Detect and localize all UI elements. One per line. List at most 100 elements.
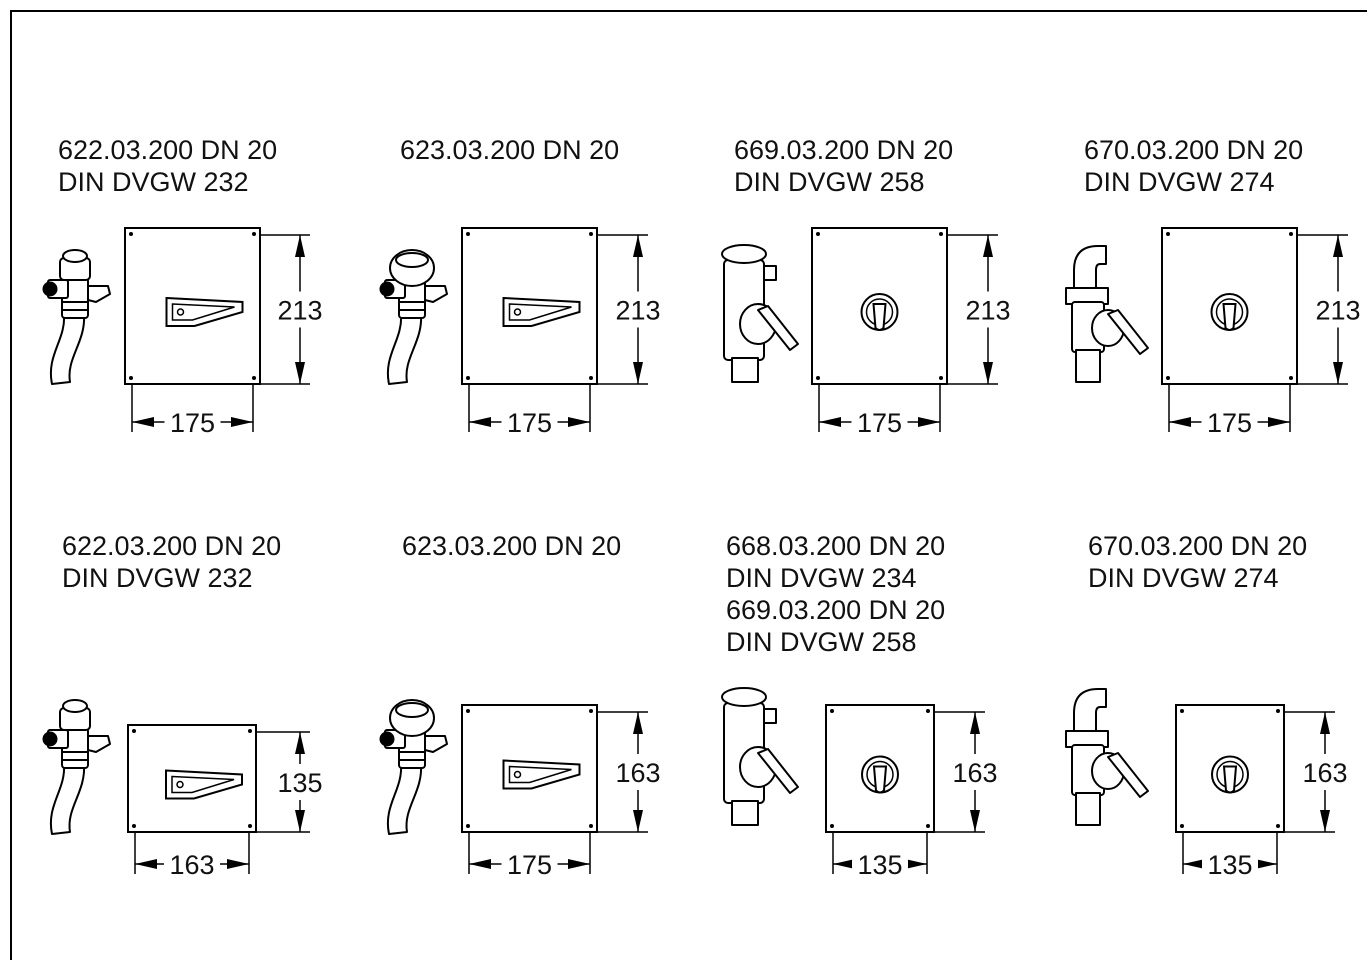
arrow-head: [905, 859, 927, 869]
arrow-head: [295, 362, 305, 384]
arrow-head: [633, 235, 643, 257]
arrow-head: [1320, 810, 1330, 832]
cap-top: [395, 252, 429, 268]
screw-hole: [589, 232, 593, 236]
arrow-head: [1320, 712, 1330, 734]
inlet-stub: [763, 265, 777, 281]
dimension-bg: [274, 764, 326, 800]
dimension-bg: [164, 406, 221, 436]
width-dimension: 163: [169, 850, 214, 880]
handle-lever: [757, 748, 799, 794]
screw-hole: [589, 376, 593, 380]
screw-hole: [466, 709, 470, 713]
width-dimension: 135: [1207, 850, 1252, 880]
screw-hole: [466, 376, 470, 380]
item-label-line: 622.03.200 DN 20: [58, 135, 278, 165]
screw-hole: [129, 232, 133, 236]
elbow: [1073, 245, 1107, 291]
item-label-line: DIN DVGW 232: [62, 563, 253, 593]
flush-lever-inner: [171, 775, 235, 794]
item-label-line: 623.03.200 DN 20: [400, 135, 620, 165]
inlet-stub: [763, 708, 777, 724]
screw-hole: [830, 824, 834, 828]
arrow-head: [970, 810, 980, 832]
item-label-line: DIN DVGW 232: [58, 167, 249, 197]
height-dimension: 213: [1315, 296, 1360, 326]
cap-top: [62, 699, 88, 713]
height-dimension: 213: [615, 296, 660, 326]
dimension-bg: [851, 406, 908, 436]
item-label-line: 669.03.200 DN 20: [734, 135, 954, 165]
dimension-bg: [1299, 754, 1351, 790]
arrow-head: [633, 362, 643, 384]
valve-assembly: 213 175: [1065, 227, 1364, 438]
pipe-tail: [386, 313, 423, 385]
item-label-line: DIN DVGW 234: [726, 563, 917, 593]
arrow-head: [469, 859, 491, 869]
cover-plate: [1175, 704, 1285, 833]
width-dimension: 175: [1207, 408, 1252, 438]
valve-assembly: 163 175: [379, 699, 664, 880]
dimension-bg: [852, 848, 908, 878]
screw-hole: [1166, 376, 1170, 380]
handle-lever: [757, 305, 799, 351]
knob-handle: [872, 765, 888, 794]
screw-hole: [926, 824, 930, 828]
height-dimension: 163: [615, 758, 660, 788]
arrow-head: [1183, 859, 1205, 869]
drawing-frame: [10, 10, 1367, 960]
width-dimension: 175: [507, 850, 552, 880]
arrow-head: [1255, 859, 1277, 869]
inlet-opening: [42, 281, 58, 297]
flush-lever-inner: [508, 765, 572, 784]
push-lever: [87, 285, 111, 303]
screw-hole: [1289, 376, 1293, 380]
screw-hole: [252, 232, 256, 236]
valve-assembly: 163 135: [1065, 688, 1351, 880]
arrow-head: [1333, 235, 1343, 257]
arrow-head: [227, 859, 249, 869]
flush-lever-inner: [508, 303, 572, 321]
screw-hole: [816, 232, 820, 236]
outlet-pipe: [731, 800, 759, 826]
arrow-head: [983, 235, 993, 257]
outlet-pipe: [1075, 349, 1101, 383]
screw-hole: [248, 729, 252, 733]
top-cap: [721, 687, 767, 707]
arrow-head: [633, 810, 643, 832]
top-cap: [721, 244, 767, 264]
item-label-line: DIN DVGW 274: [1088, 563, 1279, 593]
dimension-bg: [501, 848, 558, 878]
push-lever: [424, 735, 448, 753]
dimension-bg: [164, 848, 220, 878]
dimension-bg: [274, 291, 326, 328]
item-label: 623.03.200 DN 20: [400, 134, 619, 166]
knob-handle: [1222, 303, 1237, 331]
item-label-line: DIN DVGW 274: [1084, 167, 1275, 197]
height-dimension: 163: [1302, 758, 1347, 788]
item-label-line: DIN DVGW 258: [734, 167, 925, 197]
handle-lever: [1107, 752, 1149, 798]
item-label-line: DIN DVGW 258: [726, 627, 917, 657]
screw-hole: [129, 376, 133, 380]
arrow-head: [568, 417, 590, 427]
dimension-bg: [949, 754, 1001, 790]
pipe-tail: [49, 763, 86, 835]
valve-assembly: 213 175: [379, 227, 664, 438]
arrow-head: [295, 732, 305, 754]
width-dimension: 175: [507, 408, 552, 438]
push-lever: [87, 735, 111, 753]
dimension-bg: [612, 291, 664, 328]
dimension-bg: [501, 406, 558, 436]
item-label-line: 670.03.200 DN 20: [1088, 531, 1308, 561]
push-lever: [424, 285, 448, 303]
inlet-opening: [379, 731, 395, 747]
arrow-head: [983, 362, 993, 384]
screw-hole: [816, 376, 820, 380]
